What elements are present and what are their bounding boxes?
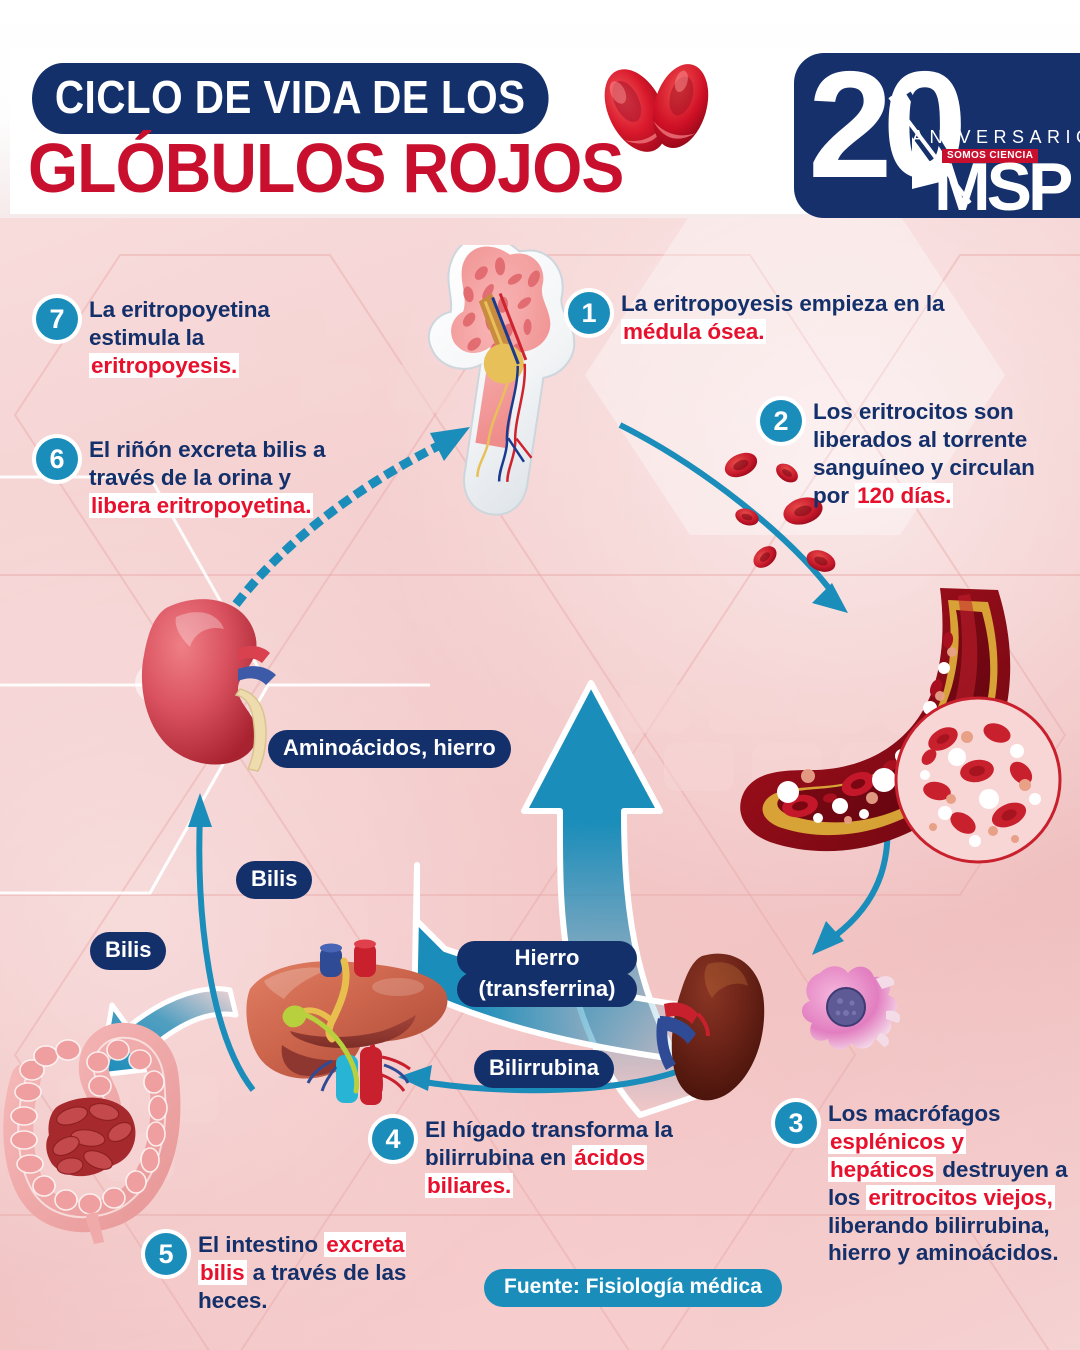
step-text-6: El riñón excreta bilis a través de la or… (89, 437, 326, 518)
step-text-1: La eritropoyesis empieza en la médula ós… (621, 291, 945, 344)
chip-bilirrubina: Bilirrubina (474, 1050, 615, 1088)
msp-anniversary-logo: 20 ANIVERSARIO SOMOS CIENCIA MSP (794, 53, 1080, 218)
step-3: 3 Los macrófagos esplénicos y hepáticos … (775, 1100, 1075, 1267)
chip-bilis-middle: Bilis (236, 861, 313, 899)
arrow-epo-dotted-head (430, 427, 470, 461)
logo-aniversario-text: ANIVERSARIO (912, 127, 1080, 147)
chip-hierro-line2: (transferrina) (478, 976, 616, 1001)
free-red-blood-cells-illustration (724, 452, 836, 572)
arrow-bile-to-kidney (188, 793, 256, 1092)
chip-transferrina-line: (transferrina) (457, 972, 637, 1008)
step-badge-2: 2 (760, 400, 802, 442)
step-7: 7 La eritropoyetina estimula la eritropo… (36, 296, 336, 380)
source-badge: Fuente: Fisiología médica (484, 1269, 782, 1307)
step-5: 5 El intestino excreta bilis a través de… (145, 1231, 445, 1315)
header: CICLO DE VIDA DE LOS GLÓBULOS ROJOS (0, 0, 1080, 218)
arrow-epo-dotted (221, 438, 447, 622)
logo-msp-text: MSP (934, 149, 1073, 218)
chip-hierro-line1: Hierro (514, 945, 580, 970)
chip-aminoacidos-hierro: Aminoácidos, hierro (268, 730, 511, 768)
step-text-2: Los eritrocitos son liberados al torrent… (813, 399, 1035, 508)
step-badge-1: 1 (568, 292, 610, 334)
spleen-illustration (656, 953, 765, 1101)
blood-smear-circle-illustration (894, 696, 1062, 864)
step-badge-7: 7 (36, 298, 78, 340)
chip-bilis-left: Bilis (90, 932, 167, 970)
logo-somos-ciencia-badge: SOMOS CIENCIA (942, 149, 1039, 163)
arrow-marrow-to-bloodstream (618, 422, 848, 613)
page-title-line2: GLÓBULOS ROJOS (28, 129, 624, 207)
arrow-amino-acids-up (521, 680, 703, 1118)
intestine-illustration (3, 1022, 181, 1244)
step-2: 2 Los eritrocitos son liberados al torre… (760, 398, 1065, 510)
liver-illustration (246, 939, 448, 1105)
step-text-4: El hígado transforma la bilirrubina en á… (425, 1117, 673, 1198)
step-badge-5: 5 (145, 1233, 187, 1275)
step-badge-3: 3 (775, 1102, 817, 1144)
step-badge-4: 4 (372, 1118, 414, 1160)
kidney-illustration (141, 599, 276, 772)
macrophage-illustration (801, 966, 900, 1050)
logo-arrow-icon (888, 95, 972, 205)
red-blood-cells-icon (604, 64, 709, 152)
step-1: 1 La eritropoyesis empieza en la médula … (568, 290, 968, 346)
chip-hierro-transferrina: Hierro (457, 941, 637, 977)
arrow-bilirubin-to-liver (398, 1064, 692, 1094)
page-title-line1: CICLO DE VIDA DE LOS (32, 63, 549, 134)
step-6: 6 El riñón excreta bilis a través de la … (36, 436, 336, 520)
step-text-7: La eritropoyetina estimula la eritropoye… (89, 297, 270, 378)
step-text-5: El intestino excreta bilis a través de l… (198, 1232, 407, 1313)
femur-bone-illustration (427, 245, 576, 516)
step-4: 4 El hígado transforma la bilirrubina en… (372, 1116, 692, 1200)
step-badge-6: 6 (36, 438, 78, 480)
step-text-3: Los macrófagos esplénicos y hepáticos de… (828, 1101, 1068, 1266)
